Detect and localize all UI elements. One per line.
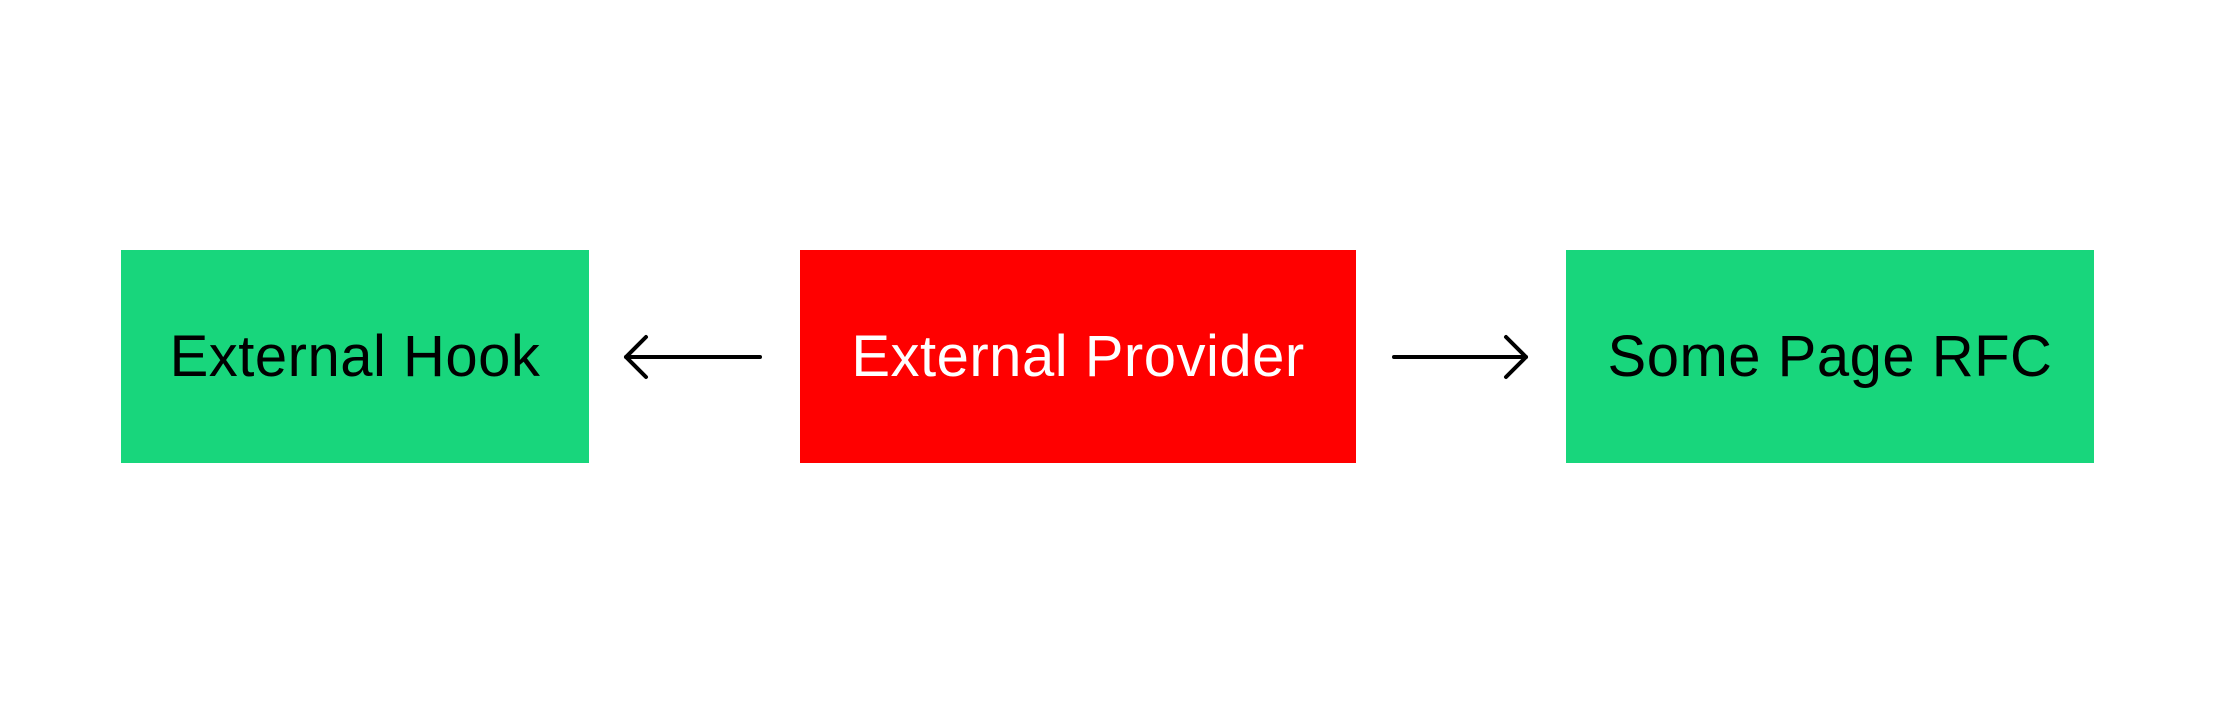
node-external-provider: External Provider (800, 250, 1356, 463)
node-some-page-rfc: Some Page RFC (1566, 250, 2094, 463)
node-external-hook: External Hook (121, 250, 589, 463)
node-label-external-provider: External Provider (851, 324, 1305, 389)
arrow-provider-to-hook (620, 330, 762, 384)
arrow-left-icon (624, 335, 762, 379)
arrow-provider-to-rfc (1390, 330, 1532, 384)
node-label-external-hook: External Hook (169, 324, 541, 389)
node-label-some-page-rfc: Some Page RFC (1607, 324, 2053, 389)
arrow-right-icon (1392, 335, 1528, 379)
